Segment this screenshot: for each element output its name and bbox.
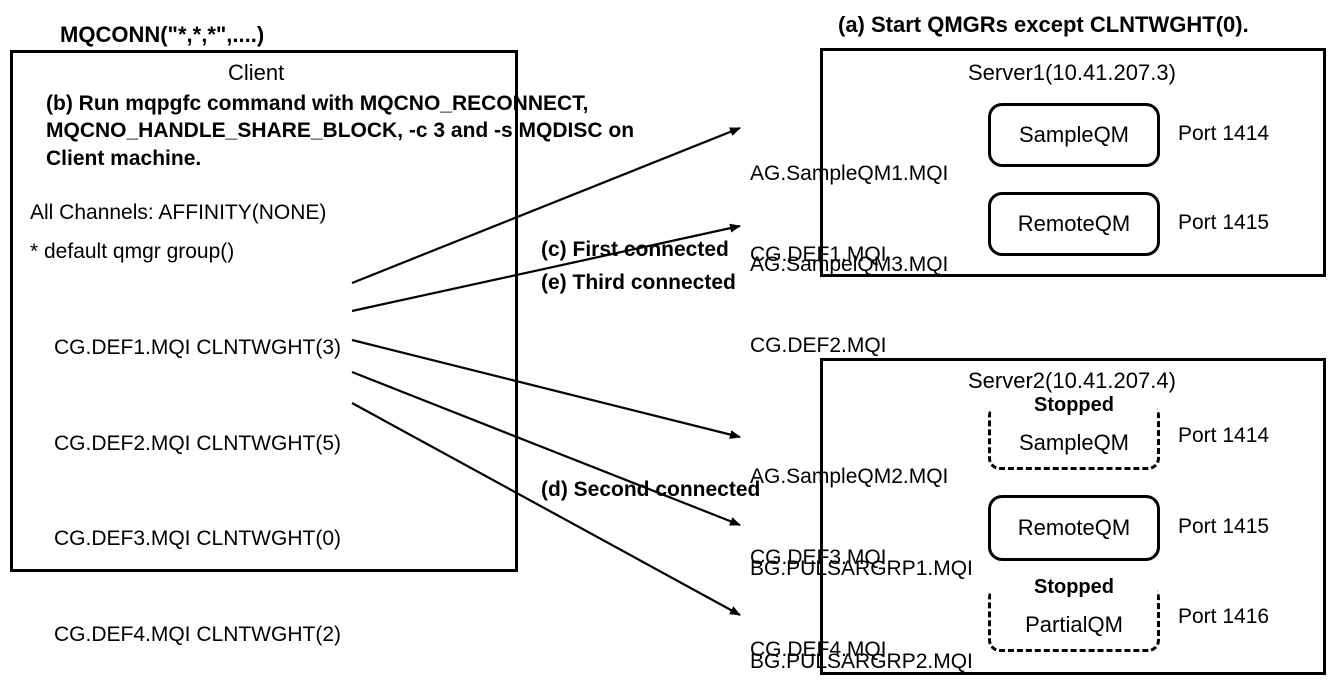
server2-qmgr-remoteqm-port: Port 1415 xyxy=(1178,515,1270,538)
server1-title: Server1(10.41.207.3) xyxy=(968,60,1176,85)
server2-endpoint-1-line1: AG.SampleQM2.MQI xyxy=(750,464,949,488)
server1-qmgr-sampleqm[interactable]: SampleQM xyxy=(988,103,1160,167)
client-channel-list: CG.DEF1.MQI CLNTWGHT(3) CG.DEF2.MQI CLNT… xyxy=(54,268,341,694)
server1-endpoint-2-line1: AG.SampelQM3.MQI xyxy=(750,252,949,276)
client-channel-item: CG.DEF3.MQI CLNTWGHT(0) xyxy=(54,527,341,551)
client-channel-item: CG.DEF1.MQI CLNTWGHT(3) xyxy=(54,335,341,359)
step-a-label: (a) Start QMGRs except CLNTWGHT(0). xyxy=(838,12,1249,37)
server2-title: Server2(10.41.207.4) xyxy=(968,368,1176,393)
server2-qmgr-sampleqm-port: Port 1414 xyxy=(1178,424,1270,447)
note-second-connected: (d) Second connected xyxy=(541,478,761,501)
server2-endpoint-1-line2: CG.DEF3.MQI xyxy=(750,546,887,570)
server2-endpoint-2-line1: BG.PULSARGRP1.MQI xyxy=(750,556,973,580)
server2-qmgr-partialqm[interactable]: Stopped PartialQM xyxy=(988,576,1160,652)
server1-endpoint-1-line2: CG.DEF1.MQI xyxy=(750,243,887,267)
server2-qmgr-partialqm-state: Stopped xyxy=(991,576,1157,598)
note-third-connected: (e) Third connected xyxy=(541,271,736,294)
client-channel-item: CG.DEF4.MQI CLNTWGHT(2) xyxy=(54,622,341,646)
server2-qmgr-sampleqm[interactable]: Stopped SampleQM xyxy=(988,394,1160,470)
server2-qmgr-sampleqm-state: Stopped xyxy=(991,394,1157,416)
server1-box xyxy=(820,48,1326,277)
client-step-b-text: (b) Run mqpgfc command with MQCNO_RECONN… xyxy=(46,92,635,170)
server2-qmgr-sampleqm-label: SampleQM xyxy=(1018,429,1130,455)
server1-qmgr-remoteqm-port: Port 1415 xyxy=(1178,211,1270,234)
server1-endpoint-1: AG.SampleQM1.MQI CG.DEF1.MQI xyxy=(750,105,948,323)
server1-endpoint-2: AG.SampelQM3.MQI CG.DEF2.MQI xyxy=(750,196,948,414)
server1-endpoint-2-line2: CG.DEF2.MQI xyxy=(750,334,887,358)
server1-qmgr-remoteqm-label: RemoteQM xyxy=(1017,210,1131,236)
server1-qmgr-sampleqm-label: SampleQM xyxy=(1018,121,1130,147)
server2-endpoint-2-line2: CG.DEF4.MQI xyxy=(750,638,887,662)
server2-qmgr-partialqm-port: Port 1416 xyxy=(1178,605,1270,628)
server2-endpoint-1: AG.SampleQM2.MQI CG.DEF3.MQI xyxy=(750,408,948,626)
server2-qmgr-remoteqm[interactable]: RemoteQM xyxy=(988,495,1160,561)
mqconn-call-label: MQCONN("*,*,*",....) xyxy=(60,22,265,47)
server1-qmgr-remoteqm[interactable]: RemoteQM xyxy=(988,192,1160,256)
note-first-connected: (c) First connected xyxy=(541,238,729,261)
server2-box xyxy=(820,358,1326,675)
client-affinity-line: All Channels: AFFINITY(NONE) xyxy=(30,201,327,224)
server2-qmgr-partialqm-label: PartialQM xyxy=(1025,611,1123,637)
client-group-line: * default qmgr group() xyxy=(30,240,235,263)
server2-endpoint-2: BG.PULSARGRP1.MQI CG.DEF4.MQI xyxy=(750,500,973,694)
server2-qmgr-remoteqm-label: RemoteQM xyxy=(1017,514,1131,540)
client-title: Client xyxy=(228,60,285,85)
server2-endpoint-3-line1: BG.PULSARGRP2.MQI xyxy=(750,649,973,673)
server1-endpoint-1-line1: AG.SampleQM1.MQI xyxy=(750,161,949,185)
server2-endpoint-3: BG.PULSARGRP2.MQI CG.DEF5.MQI xyxy=(750,593,973,694)
client-channel-item: CG.DEF2.MQI CLNTWGHT(5) xyxy=(54,431,341,455)
server1-qmgr-sampleqm-port: Port 1414 xyxy=(1178,122,1270,145)
